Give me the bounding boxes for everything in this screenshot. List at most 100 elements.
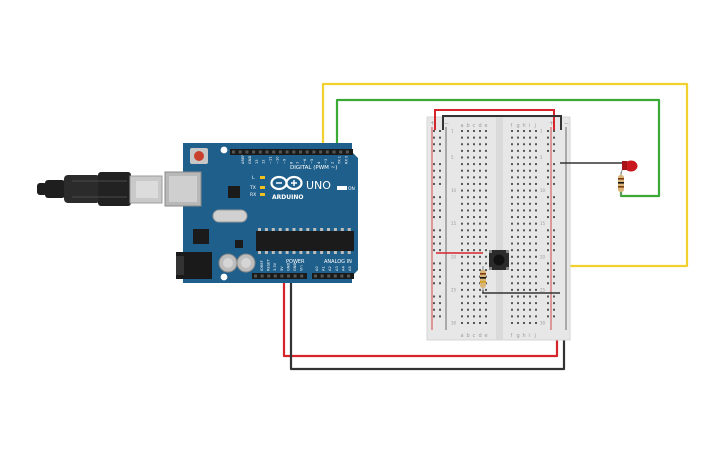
bb-hole [467, 209, 469, 212]
pin-label: AREF [241, 155, 245, 164]
bb-hole [479, 242, 481, 245]
pin-label: 2 [331, 162, 335, 164]
rail-hole [433, 282, 435, 285]
chip-pin [264, 251, 268, 254]
pin-hole [254, 274, 257, 278]
resistor-pulldown[interactable] [480, 266, 486, 292]
bb-hole [467, 143, 469, 146]
bb-hole [461, 295, 463, 298]
rail-hole [553, 308, 555, 311]
usb-cable[interactable] [37, 172, 163, 206]
pin-hole [238, 150, 242, 154]
bb-hole [473, 235, 475, 238]
bb-hole [511, 169, 513, 172]
bb-hole [517, 130, 519, 132]
bb-hole [535, 302, 537, 305]
row-label: 5 [540, 155, 543, 160]
rx-label: RX [250, 192, 256, 198]
bb-hole [473, 189, 475, 192]
chip-pin [278, 251, 282, 254]
wire-black-gnd[interactable] [289, 276, 566, 371]
chip-pin [340, 251, 344, 254]
bb-hole [529, 282, 531, 285]
rail-hole [547, 149, 549, 152]
bb-hole [511, 202, 513, 205]
bb-hole [517, 176, 519, 179]
rail-hole [439, 209, 441, 212]
rail-hole [439, 275, 441, 278]
wire-yellow[interactable] [321, 82, 689, 268]
rail-hole [547, 295, 549, 298]
resistor-led[interactable] [618, 172, 624, 196]
chip-pin [285, 228, 289, 231]
rail-hole [433, 269, 435, 272]
bb-hole [485, 156, 487, 159]
bb-hole [529, 235, 531, 238]
chip-pin [285, 251, 289, 254]
bb-hole [461, 156, 463, 159]
column-label: g [517, 123, 520, 129]
bb-hole [529, 169, 531, 172]
digital-header[interactable] [230, 149, 353, 155]
pin-label: ~10 [276, 156, 280, 164]
bb-hole [485, 302, 487, 305]
rail-hole [439, 229, 441, 232]
bb-hole [511, 288, 513, 291]
bb-hole [529, 242, 531, 245]
bb-hole [517, 216, 519, 219]
bb-hole [511, 269, 513, 272]
bb-hole [461, 222, 463, 225]
rail-hole [547, 275, 549, 278]
bb-hole [511, 143, 513, 146]
chip-pin [271, 228, 275, 231]
bb-hole [479, 136, 481, 139]
bb-hole [517, 242, 519, 245]
wire-red-5v[interactable] [282, 276, 559, 358]
bb-hole [511, 262, 513, 265]
column-label: e [485, 333, 488, 339]
bb-hole [461, 288, 463, 291]
bb-hole [517, 182, 519, 185]
bb-hole [535, 315, 537, 318]
bb-hole [479, 222, 481, 225]
bb-hole [523, 143, 525, 146]
chip-pin [278, 228, 282, 231]
rail-hole [553, 196, 555, 199]
wire-black-rail-bridge[interactable] [442, 115, 562, 130]
bb-hole [479, 176, 481, 179]
bb-hole [479, 196, 481, 199]
bb-hole [535, 216, 537, 219]
bb-hole [479, 202, 481, 205]
bb-hole [511, 196, 513, 199]
bb-hole [523, 182, 525, 185]
pin-hole [273, 274, 277, 278]
wire-red-rail-bridge[interactable] [434, 109, 555, 130]
power-header[interactable] [252, 273, 307, 279]
bb-hole [529, 315, 531, 318]
led[interactable] [620, 160, 638, 176]
chip-pin [292, 228, 296, 231]
rail-hole [553, 315, 555, 318]
column-label: b [467, 123, 470, 129]
analog-header[interactable] [312, 273, 354, 279]
bb-hole [473, 136, 475, 139]
rail-hole [547, 308, 549, 311]
bb-hole [517, 295, 519, 298]
bb-hole [479, 302, 481, 305]
pin-hole [312, 150, 316, 154]
bb-hole [529, 302, 531, 305]
bb-hole [511, 229, 513, 232]
rail-hole [553, 229, 555, 232]
bb-hole [473, 176, 475, 179]
rail-hole [553, 235, 555, 238]
bb-hole [467, 182, 469, 185]
pin-label: ~9 [282, 158, 286, 164]
bb-hole [523, 235, 525, 238]
bb-hole [517, 315, 519, 318]
chip-pin [306, 228, 310, 231]
bb-hole [517, 136, 519, 139]
pushbutton[interactable] [489, 250, 509, 270]
